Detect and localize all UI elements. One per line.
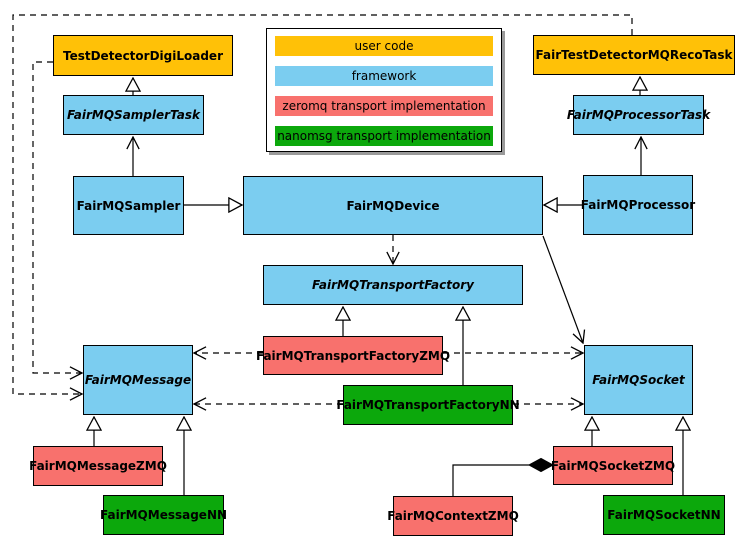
legend: user code framework zeromq transport imp…: [266, 28, 502, 152]
edge-device-socket: [542, 235, 583, 343]
composition-diamond-icon: [527, 457, 555, 473]
node-fairmqmessagezmq: FairMQMessageZMQ: [29, 446, 167, 486]
legend-item-user-code: user code: [275, 36, 493, 56]
node-fairmqprocessortask: FairMQProcessorTask: [567, 95, 710, 135]
edge-digiloader-message-dep: [32, 61, 82, 373]
node-fairmqmessage: FairMQMessage: [83, 345, 193, 415]
node-fairmqtransportfactoryzmq: FairMQTransportFactoryZMQ: [256, 336, 450, 375]
node-fairmqprocessor: FairMQProcessor: [581, 175, 695, 235]
node-fairmqsocketnn: FairMQSocketNN: [603, 495, 725, 535]
node-fairmqsamplertask: FairMQSamplerTask: [63, 95, 204, 135]
node-fairmqtransportfactorynn: FairMQTransportFactoryNN: [336, 385, 520, 425]
node-fairmqsocket: FairMQSocket: [584, 345, 693, 415]
edge-contextzmq-socketzmq: [452, 464, 529, 496]
node-fairmqcontextzmq: FairMQContextZMQ: [387, 496, 519, 536]
node-fairmqsampler: FairMQSampler: [73, 176, 184, 235]
node-testdetectordigiloader: TestDetectorDigiLoader: [53, 35, 233, 76]
node-fairmqmessagenn: FairMQMessageNN: [100, 495, 227, 535]
node-fairmqtransportfactory: FairMQTransportFactory: [263, 265, 523, 305]
legend-item-nanomsg: nanomsg transport implementation: [275, 126, 493, 146]
legend-item-zeromq: zeromq transport implementation: [275, 96, 493, 116]
edge-recotask-message-dep: [12, 14, 633, 394]
node-fairtestdetectormqrecotask: FairTestDetectorMQRecoTask: [533, 35, 735, 75]
legend-item-framework: framework: [275, 66, 493, 86]
node-fairmqsocketzmq: FairMQSocketZMQ: [551, 446, 675, 485]
node-fairmqdevice: FairMQDevice: [243, 176, 543, 235]
